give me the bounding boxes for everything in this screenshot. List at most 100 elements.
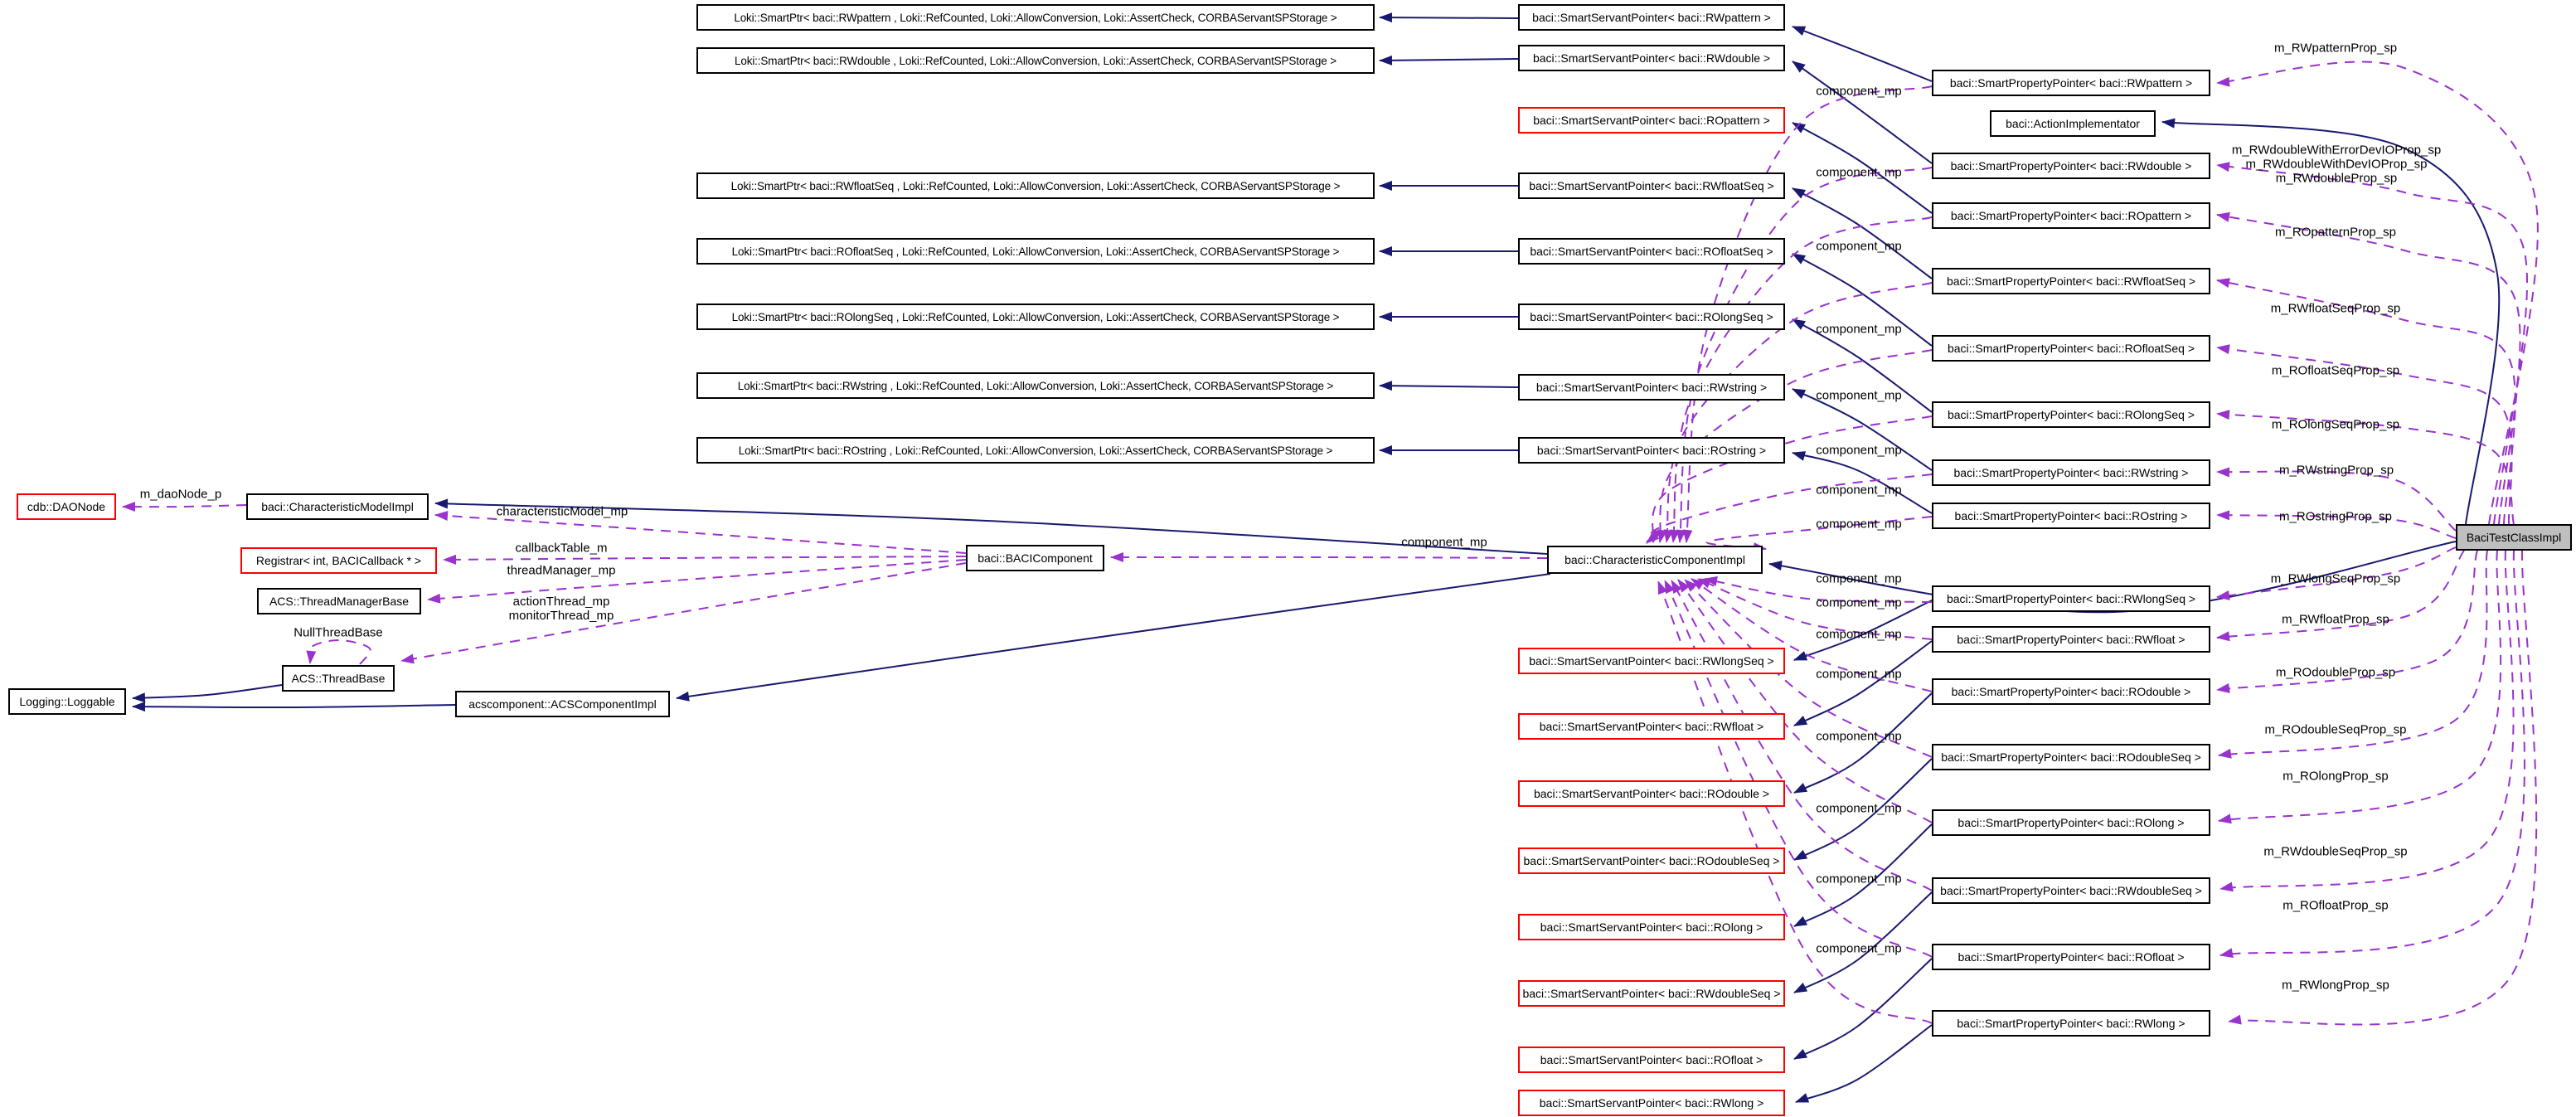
class-node-spp-rwdouble[interactable]: baci::SmartPropertyPointer< baci::RWdoub… xyxy=(1932,153,2210,179)
edge-label-line: m_RWpatternProp_sp xyxy=(2273,41,2398,56)
edge-inherit-cci-to-cmodelimpl xyxy=(434,498,1548,555)
edge-label-line: m_ROfloatProp_sp xyxy=(2283,898,2389,913)
edge-label-component_mp: component_mp xyxy=(1816,730,1901,744)
edge-label-component_mp: component_mp xyxy=(1816,166,1901,180)
class-node-spp-rwlongseq[interactable]: baci::SmartPropertyPointer< baci::RWlong… xyxy=(1932,585,2210,612)
edge-label-line: component_mp xyxy=(1816,729,1902,744)
class-node-loki-rofloatseq[interactable]: Loki::SmartPtr< baci::ROfloatSeq , Loki:… xyxy=(696,238,1375,265)
class-node-spp-rwstring[interactable]: baci::SmartPropertyPointer< baci::RWstri… xyxy=(1932,459,2210,486)
edge-label-line: component_mp xyxy=(1816,165,1902,180)
class-node-ssp-rodouble: baci::SmartServantPointer< baci::ROdoubl… xyxy=(1518,780,1785,807)
class-node-loki-rolongseq[interactable]: Loki::SmartPtr< baci::ROlongSeq , Loki::… xyxy=(696,304,1375,330)
edge-inherit-acscomponentimpl-to-loggable xyxy=(132,702,456,712)
class-node-spp-rolong[interactable]: baci::SmartPropertyPointer< baci::ROlong… xyxy=(1932,809,2210,836)
edge-inherit-spp-ropattern-to-ssp-ropattern xyxy=(1792,122,1933,214)
class-node-loki-rostring[interactable]: Loki::SmartPtr< baci::ROstring , Loki::R… xyxy=(696,437,1375,464)
class-node-threadmanagerbase[interactable]: ACS::ThreadManagerBase xyxy=(257,588,421,614)
edge-use-bacicomponent-to-threadbase xyxy=(400,562,967,664)
edge-label-line: m_RWfloatSeqProp_sp xyxy=(2270,301,2401,316)
edge-label-m_RWfloatSeqProp_sp: m_RWfloatSeqProp_sp xyxy=(2271,302,2400,316)
class-node-loki-rwpattern[interactable]: Loki::SmartPtr< baci::RWpattern , Loki::… xyxy=(696,4,1375,31)
class-node-threadbase[interactable]: ACS::ThreadBase xyxy=(282,665,395,692)
edge-use-spp-rofloat-to-cci xyxy=(1664,580,1933,958)
class-node-spp-rwdoubleseq[interactable]: baci::SmartPropertyPointer< baci::RWdoub… xyxy=(1932,877,2210,904)
class-node-ssp-rwstring[interactable]: baci::SmartServantPointer< baci::RWstrin… xyxy=(1518,374,1785,401)
class-node-ssp-rolongseq[interactable]: baci::SmartServantPointer< baci::ROlongS… xyxy=(1518,304,1785,330)
edge-label-threadManager_mp: threadManager_mp xyxy=(507,564,616,578)
edge-inherit-cci-to-acscomponentimpl xyxy=(676,573,1551,702)
class-node-ssp-rwfloatseq[interactable]: baci::SmartServantPointer< baci::RWfloat… xyxy=(1518,172,1785,199)
edge-label-m_RWlongProp_sp: m_RWlongProp_sp xyxy=(2282,979,2389,993)
class-node-loki-rwstring[interactable]: Loki::SmartPtr< baci::RWstring , Loki::R… xyxy=(696,372,1375,399)
edge-label-m_ROpatternProp_sp: m_ROpatternProp_sp xyxy=(2275,226,2396,240)
class-node-ssp-rwpattern[interactable]: baci::SmartServantPointer< baci::RWpatte… xyxy=(1518,4,1785,31)
edge-use-btc-to-spp-rwdouble xyxy=(2216,162,2529,525)
edge-label-line: m_RWfloatProp_sp xyxy=(2282,612,2389,627)
edge-label-m_ROdoubleProp_sp: m_ROdoubleProp_sp xyxy=(2276,666,2395,680)
class-node-ssp-rwlong: baci::SmartServantPointer< baci::RWlong … xyxy=(1518,1090,1785,1116)
class-node-loggable[interactable]: Logging::Loggable xyxy=(8,688,126,715)
edge-label-component_mp: component_mp xyxy=(1816,483,1901,498)
edge-label-line: component_mp xyxy=(1816,872,1902,886)
class-node-spp-rofloat[interactable]: baci::SmartPropertyPointer< baci::ROfloa… xyxy=(1932,944,2210,970)
edge-use-btc-to-spp-rodouble xyxy=(2216,550,2478,693)
edge-inherit-spp-rodouble-to-ssp-rodouble xyxy=(1793,692,1933,794)
edge-use-btc-to-spp-rofloat xyxy=(2219,550,2525,959)
edge-label-line: m_ROdoubleSeqProp_sp xyxy=(2264,722,2407,737)
edge-label-line: component_mp xyxy=(1816,595,1902,610)
edge-label-m_ROfloatSeqProp_sp: m_ROfloatSeqProp_sp xyxy=(2272,364,2399,378)
edge-use-spp-rwlong-to-cci xyxy=(1657,580,1933,1024)
edge-label-component_mp: component_mp xyxy=(1816,389,1901,403)
edge-label-line: threadManager_mp xyxy=(507,563,616,578)
class-node-ssp-rofloatseq[interactable]: baci::SmartServantPointer< baci::ROfloat… xyxy=(1518,238,1785,265)
class-node-loki-rwdouble[interactable]: Loki::SmartPtr< baci::RWdouble , Loki::R… xyxy=(696,47,1375,74)
class-node-spp-rostring[interactable]: baci::SmartPropertyPointer< baci::ROstri… xyxy=(1932,503,2210,529)
edge-inherit-spp-rwdoubleseq-to-ssp-rwdoubleseq xyxy=(1793,891,1933,993)
edge-use-btc-to-spp-rwfloatseq xyxy=(2216,278,2516,525)
class-node-cci[interactable]: baci::CharacteristicComponentImpl xyxy=(1547,546,1763,574)
edge-use-btc-to-spp-rofloatseq xyxy=(2216,344,2513,525)
class-node-spp-rwfloat[interactable]: baci::SmartPropertyPointer< baci::RWfloa… xyxy=(1932,626,2210,653)
class-node-action-implementator[interactable]: baci::ActionImplementator xyxy=(1990,110,2156,137)
edge-inherit-ssp-rwdouble-to-loki-rwdouble xyxy=(1379,55,1519,66)
edge-label-component_mp: component_mp xyxy=(1816,802,1901,816)
class-node-spp-rwpattern[interactable]: baci::SmartPropertyPointer< baci::RWpatt… xyxy=(1932,70,2210,96)
class-node-bacicomponent[interactable]: baci::BACIComponent xyxy=(966,545,1104,571)
edge-label-line: actionThread_mp xyxy=(512,595,610,609)
class-node-spp-ropattern[interactable]: baci::SmartPropertyPointer< baci::ROpatt… xyxy=(1932,202,2210,229)
edge-inherit-btc-to-action-implementator xyxy=(2161,118,2501,525)
edge-use-btc-to-spp-rodoubleseq xyxy=(2218,550,2488,759)
edge-label-line: m_RWdoubleWithErrorDevIOProp_sp xyxy=(2231,143,2442,158)
edge-use-btc-to-spp-rwpattern xyxy=(2216,61,2539,525)
edge-label-m_daoNode_p: m_daoNode_p xyxy=(140,488,221,502)
class-node-cmodelimpl[interactable]: baci::CharacteristicModelImpl xyxy=(246,493,429,520)
class-node-ssp-rwdouble[interactable]: baci::SmartServantPointer< baci::RWdoubl… xyxy=(1518,45,1785,71)
class-node-acscomponentimpl[interactable]: acscomponent::ACSComponentImpl xyxy=(455,691,670,717)
edge-inherit-spp-rolong-to-ssp-rolong xyxy=(1793,823,1933,927)
class-node-spp-rodoubleseq[interactable]: baci::SmartPropertyPointer< baci::ROdoub… xyxy=(1932,744,2210,770)
edge-label-line: component_mp xyxy=(1816,627,1902,642)
class-node-spp-rofloatseq[interactable]: baci::SmartPropertyPointer< baci::ROfloa… xyxy=(1932,335,2210,362)
edge-use-spp-rolong-to-cci xyxy=(1677,579,1933,823)
edge-use-spp-rodoubleseq-to-cci xyxy=(1684,579,1933,758)
class-node-spp-rolongseq[interactable]: baci::SmartPropertyPointer< baci::ROlong… xyxy=(1932,401,2210,428)
edge-use-btc-to-spp-rwlong xyxy=(2228,550,2538,1026)
class-node-ssp-rostring[interactable]: baci::SmartServantPointer< baci::ROstrin… xyxy=(1518,437,1785,464)
class-node-ssp-rofloat: baci::SmartServantPointer< baci::ROfloat… xyxy=(1518,1047,1785,1073)
class-node-spp-rwfloatseq[interactable]: baci::SmartPropertyPointer< baci::RWfloa… xyxy=(1932,268,2210,294)
edge-inherit-spp-rwfloatseq-to-ssp-rwfloatseq xyxy=(1792,187,1933,279)
class-node-spp-rodouble[interactable]: baci::SmartPropertyPointer< baci::ROdoub… xyxy=(1932,678,2210,705)
class-node-registrar: Registrar< int, BACICallback * > xyxy=(240,547,437,574)
class-node-spp-rwlong[interactable]: baci::SmartPropertyPointer< baci::RWlong… xyxy=(1932,1010,2210,1037)
edge-label-component_mp: component_mp xyxy=(1816,85,1901,99)
edge-label-line: component_mp xyxy=(1816,517,1902,532)
edge-label-component_mp: component_mp xyxy=(1401,536,1487,550)
edge-label-line: m_RWdoubleWithDevIOProp_sp xyxy=(2245,157,2428,172)
class-node-loki-rwfloatseq[interactable]: Loki::SmartPtr< baci::RWfloatSeq , Loki:… xyxy=(696,172,1375,199)
edge-label-line: callbackTable_m xyxy=(515,541,608,556)
edge-label-component_mp: component_mp xyxy=(1816,572,1901,586)
edge-label-line: m_RWdoubleProp_sp xyxy=(2275,171,2398,186)
